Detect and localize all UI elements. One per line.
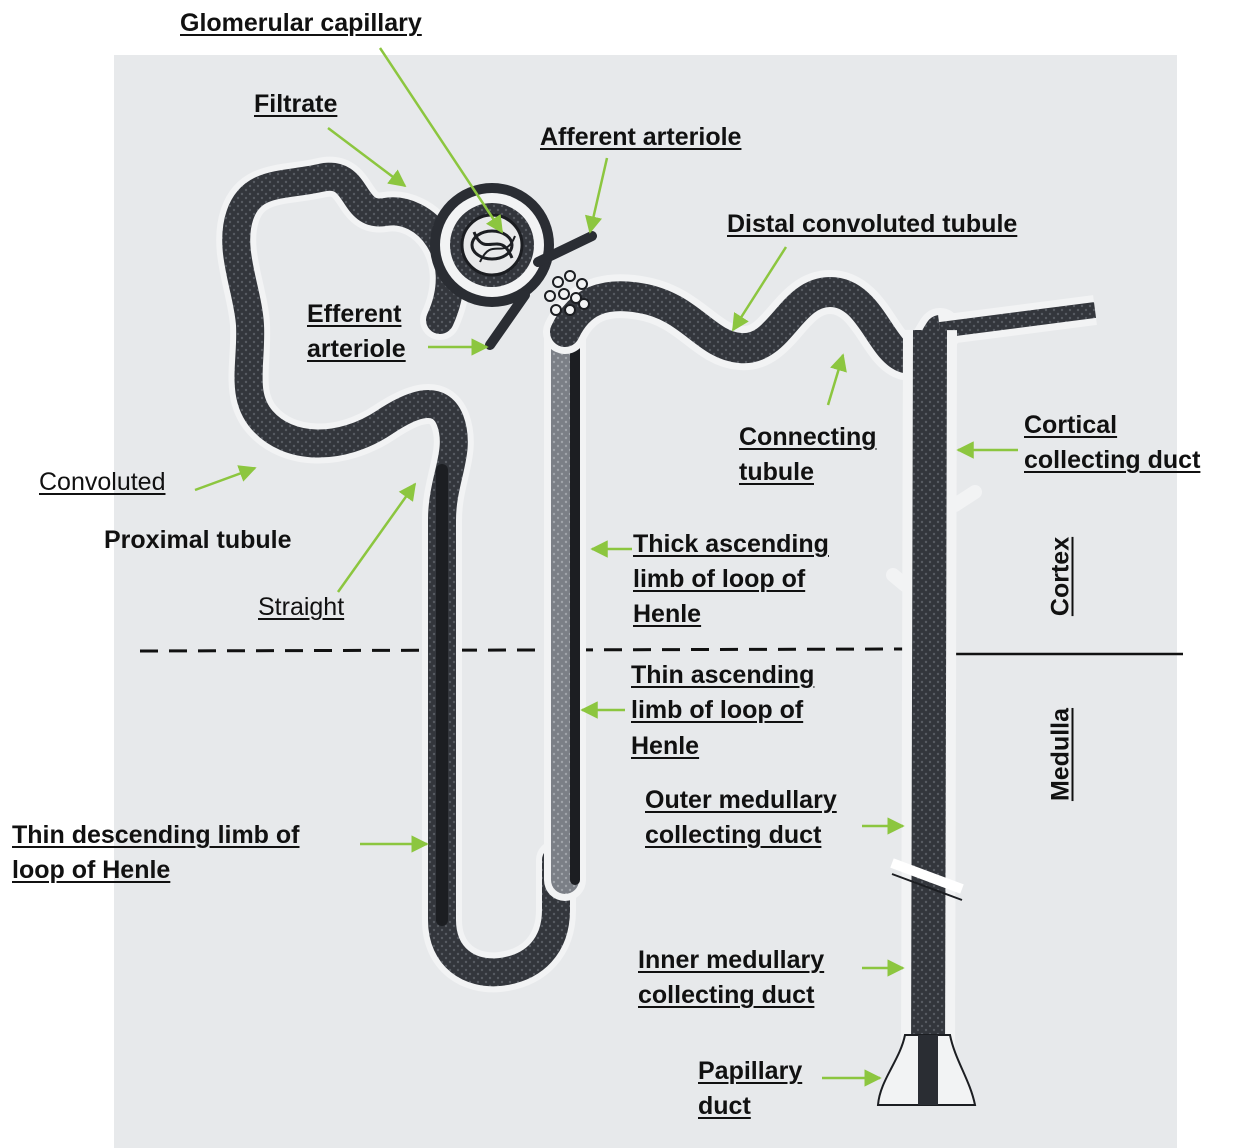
afferent-arteriole-label: Afferent arteriole — [540, 120, 741, 155]
papillary-duct-label-line1: Papillary — [698, 1054, 802, 1089]
inner-medullary-duct-label-line2: collecting duct — [638, 978, 814, 1013]
thin-ascending-limb-label-line2: limb of loop of — [631, 693, 803, 728]
arrow-convoluted — [195, 468, 255, 490]
ascending-limbs — [565, 330, 575, 880]
cortical-collecting-duct-label-line1: Cortical — [1024, 408, 1117, 443]
cortex-zone-label: Cortex — [1047, 527, 1076, 627]
distal-convoluted-tubule-label: Distal convoluted tubule — [727, 207, 1017, 242]
papillary-duct-label-line2: duct — [698, 1089, 751, 1124]
efferent-arteriole-label-line2: arteriole — [307, 332, 406, 367]
glomerular-capillary-label: Glomerular capillary — [180, 6, 422, 41]
connecting-tubule-label-line2: tubule — [739, 455, 814, 490]
efferent-arteriole-label-line1: Efferent — [307, 297, 401, 332]
inner-medullary-duct-label-line1: Inner medullary — [638, 943, 824, 978]
arrow-straight — [338, 484, 415, 592]
distal-tubule — [565, 292, 940, 359]
filtrate-label: Filtrate — [254, 87, 337, 122]
outer-medullary-duct-label-line1: Outer medullary — [645, 783, 837, 818]
convoluted-label: Convoluted — [39, 465, 165, 500]
arrow-afferent-arteriole — [590, 158, 607, 232]
proximal-tubule-label: Proximal tubule — [104, 523, 292, 558]
cortex-medulla-boundary-dashed — [140, 649, 905, 651]
thick-ascending-limb-label-line3: Henle — [633, 597, 701, 632]
thin-ascending-limb-label-line1: Thin ascending — [631, 658, 814, 693]
thin-descending-limb-label-line1: Thin descending limb of — [12, 818, 300, 853]
cortical-collecting-duct-label-line2: collecting duct — [1024, 443, 1200, 478]
arrow-connecting-tubule — [828, 355, 843, 405]
thin-descending-limb-label-line2: loop of Henle — [12, 853, 170, 888]
outer-medullary-duct-label-line2: collecting duct — [645, 818, 821, 853]
medulla-zone-label: Medulla — [1047, 695, 1076, 815]
pointer-arrows — [195, 48, 1018, 1078]
connecting-tubule-label-line1: Connecting — [739, 420, 877, 455]
straight-label: Straight — [258, 590, 344, 625]
thick-ascending-limb-label-line2: limb of loop of — [633, 562, 805, 597]
thin-ascending-limb-label-line3: Henle — [631, 729, 699, 764]
thick-ascending-limb-label-line1: Thick ascending — [633, 527, 829, 562]
